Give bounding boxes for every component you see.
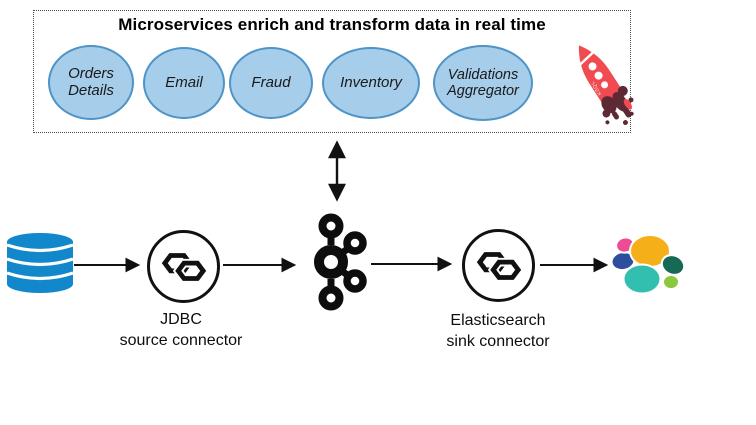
rocket-exhaust [601, 85, 634, 126]
microservice-label: Email [165, 73, 203, 91]
microservice-ellipse-fraud: Fraud [229, 47, 313, 119]
microservice-ellipse-validations-aggregator: Validations Aggregator [433, 45, 533, 121]
microservice-label: Validations Aggregator [447, 66, 519, 99]
kafka-connect-icon [476, 251, 523, 282]
elasticsearch-sink-connector-node [462, 229, 535, 302]
elasticsearch-connector-label: Elasticsearch sink connector [398, 310, 598, 352]
microservice-label: Orders Details [68, 64, 114, 99]
jdbc-connector-label: JDBC source connector [81, 309, 281, 351]
es-label-line2: sink connector [446, 333, 550, 350]
microservice-label: Fraud [251, 73, 291, 91]
database-icon [6, 233, 74, 293]
ksql-rocket-icon: KSQL [578, 45, 634, 126]
microservice-ellipse-email: Email [143, 47, 225, 119]
microservice-label: Inventory [340, 73, 402, 91]
microservice-ellipse-inventory: Inventory [322, 47, 420, 119]
jdbc-label-line2: source connector [119, 332, 243, 349]
es-label-line1: Elasticsearch [450, 312, 546, 329]
jdbc-source-connector-node [147, 230, 220, 303]
microservice-ellipse-orders-details: Orders Details [48, 45, 134, 120]
kafka-icon [314, 213, 367, 311]
jdbc-label-line1: JDBC [160, 311, 202, 328]
elasticsearch-logo-icon [611, 234, 686, 295]
group-title: Microservices enrich and transform data … [118, 15, 546, 34]
kafka-connect-icon [161, 252, 208, 283]
microservices-group-box: Microservices enrich and transform data … [33, 10, 631, 133]
